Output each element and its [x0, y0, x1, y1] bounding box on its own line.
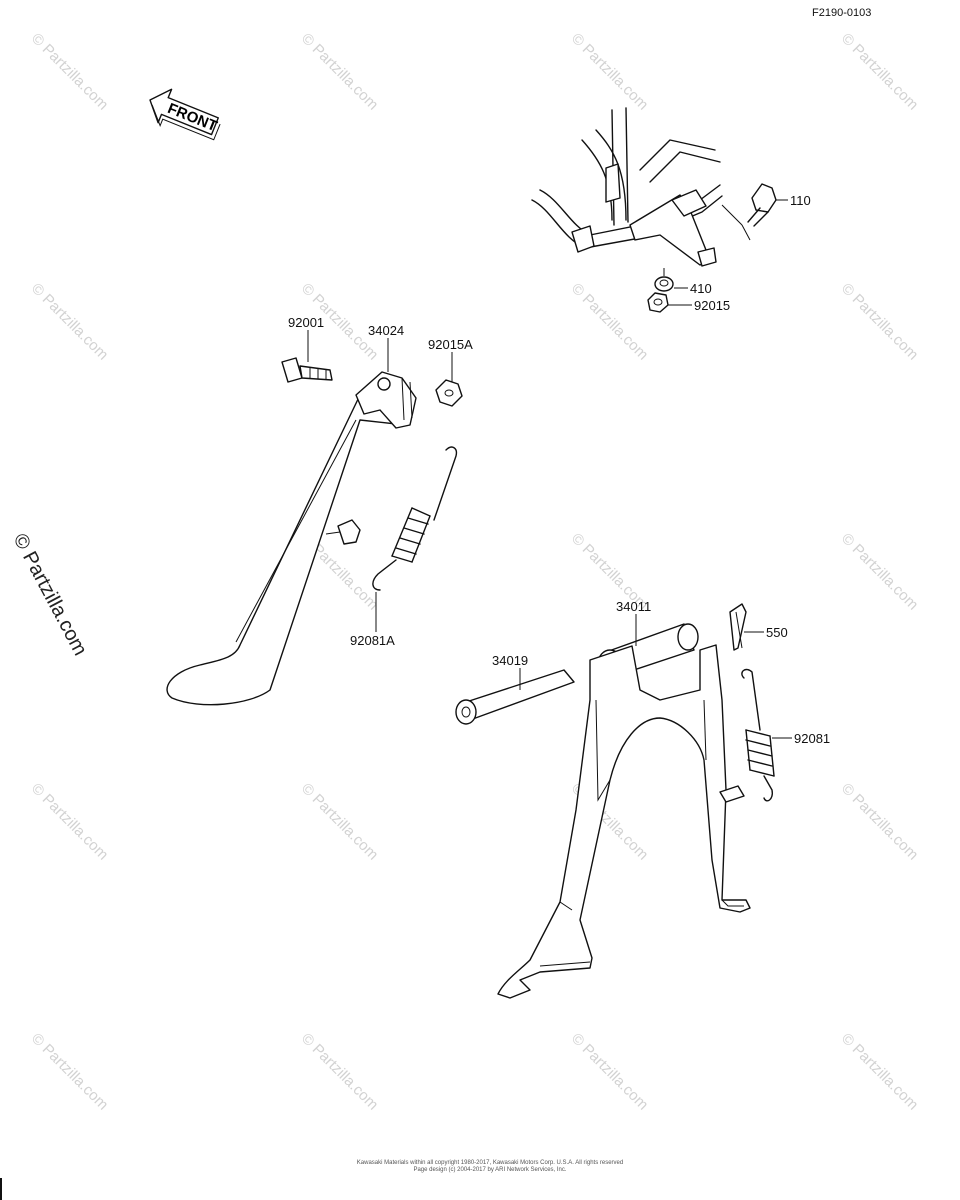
part-label-550[interactable]: 550	[766, 625, 788, 640]
part-label-92081A[interactable]: 92081A	[350, 633, 395, 648]
diagram-code: F2190-0103	[812, 7, 872, 19]
part-label-92015A[interactable]: 92015A	[428, 337, 473, 352]
part-label-34019[interactable]: 34019	[492, 653, 529, 668]
footer-design: Page design (c) 2004-2017 by ARI Network…	[413, 1167, 567, 1173]
center-stand	[455, 603, 775, 999]
side-stand	[166, 357, 463, 706]
part-label-92081[interactable]: 92081	[794, 731, 831, 746]
part-label-92001[interactable]: 92001	[288, 315, 325, 330]
front-arrow-label: FRONT	[165, 100, 219, 135]
leader-lines	[307, 199, 792, 739]
page-edge-marker	[0, 1178, 2, 1200]
part-label-34011[interactable]: 34011	[616, 599, 652, 614]
front-arrow-icon: FRONT	[149, 88, 221, 141]
part-label-92015[interactable]: 92015	[694, 298, 731, 313]
part-label-34024[interactable]: 34024	[368, 323, 405, 338]
part-label-110[interactable]: 110	[790, 193, 811, 208]
frame-section	[531, 107, 777, 313]
part-label-410[interactable]: 410	[690, 281, 712, 296]
footer-copyright: Kawasaki Materials within all copyright …	[356, 1160, 624, 1166]
